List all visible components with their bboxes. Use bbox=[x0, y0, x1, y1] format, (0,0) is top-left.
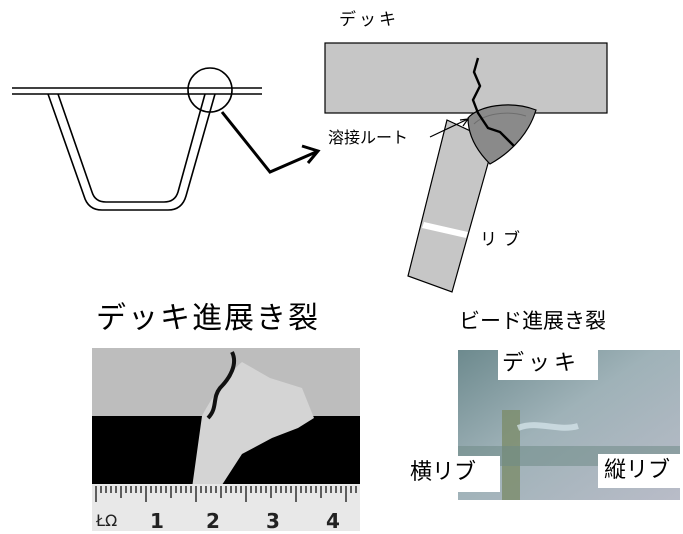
ruler-number-1: 1 bbox=[150, 509, 164, 531]
crack-line bbox=[471, 57, 515, 147]
photo-lrib-box bbox=[598, 454, 680, 488]
ruler-number-2: 2 bbox=[206, 509, 220, 531]
u-rib-inner bbox=[57, 93, 206, 203]
photo-deck-box bbox=[498, 350, 598, 380]
deck-label: デッキ bbox=[339, 10, 399, 30]
rib-step-cut bbox=[422, 222, 468, 238]
photo-crack bbox=[206, 351, 237, 420]
weld-bead-inner bbox=[473, 112, 527, 125]
weld-root-label: 溶接ルート bbox=[328, 128, 409, 147]
photo-cross-rib-label: 横リブ bbox=[410, 460, 477, 485]
rib-label: リブ bbox=[480, 230, 526, 250]
weld-detail-drawing bbox=[324, 42, 608, 293]
deck-plate bbox=[324, 42, 608, 114]
photo-longitudinal-rib-label: 縦リブ bbox=[604, 458, 671, 483]
cross-rib-label-box bbox=[404, 456, 500, 492]
ruler-number-3: 3 bbox=[266, 509, 280, 531]
photo-weld-zone bbox=[192, 362, 314, 488]
ruler-ticks bbox=[95, 486, 357, 502]
bead-crack-title: ビード進展き裂 bbox=[459, 309, 606, 333]
leader-arrow bbox=[220, 111, 317, 174]
ruler-left-mark: ŁΩ bbox=[95, 511, 117, 530]
ruler-number-4: 4 bbox=[326, 509, 340, 531]
photo-deck-label: デッキ bbox=[502, 351, 581, 376]
deck-crack-title: デッキ進展き裂 bbox=[96, 301, 320, 336]
u-rib-outer bbox=[47, 93, 216, 211]
u-rib-schematic bbox=[12, 67, 321, 211]
leader-arrow-head bbox=[301, 144, 321, 164]
deck-crack-photo: ŁΩ 1 2 3 4 bbox=[92, 348, 360, 531]
photo-bead-glint bbox=[516, 422, 579, 431]
weld-root-arrow-head bbox=[459, 118, 470, 127]
detail-circle bbox=[187, 67, 233, 113]
weld-root-arrow bbox=[429, 118, 469, 138]
